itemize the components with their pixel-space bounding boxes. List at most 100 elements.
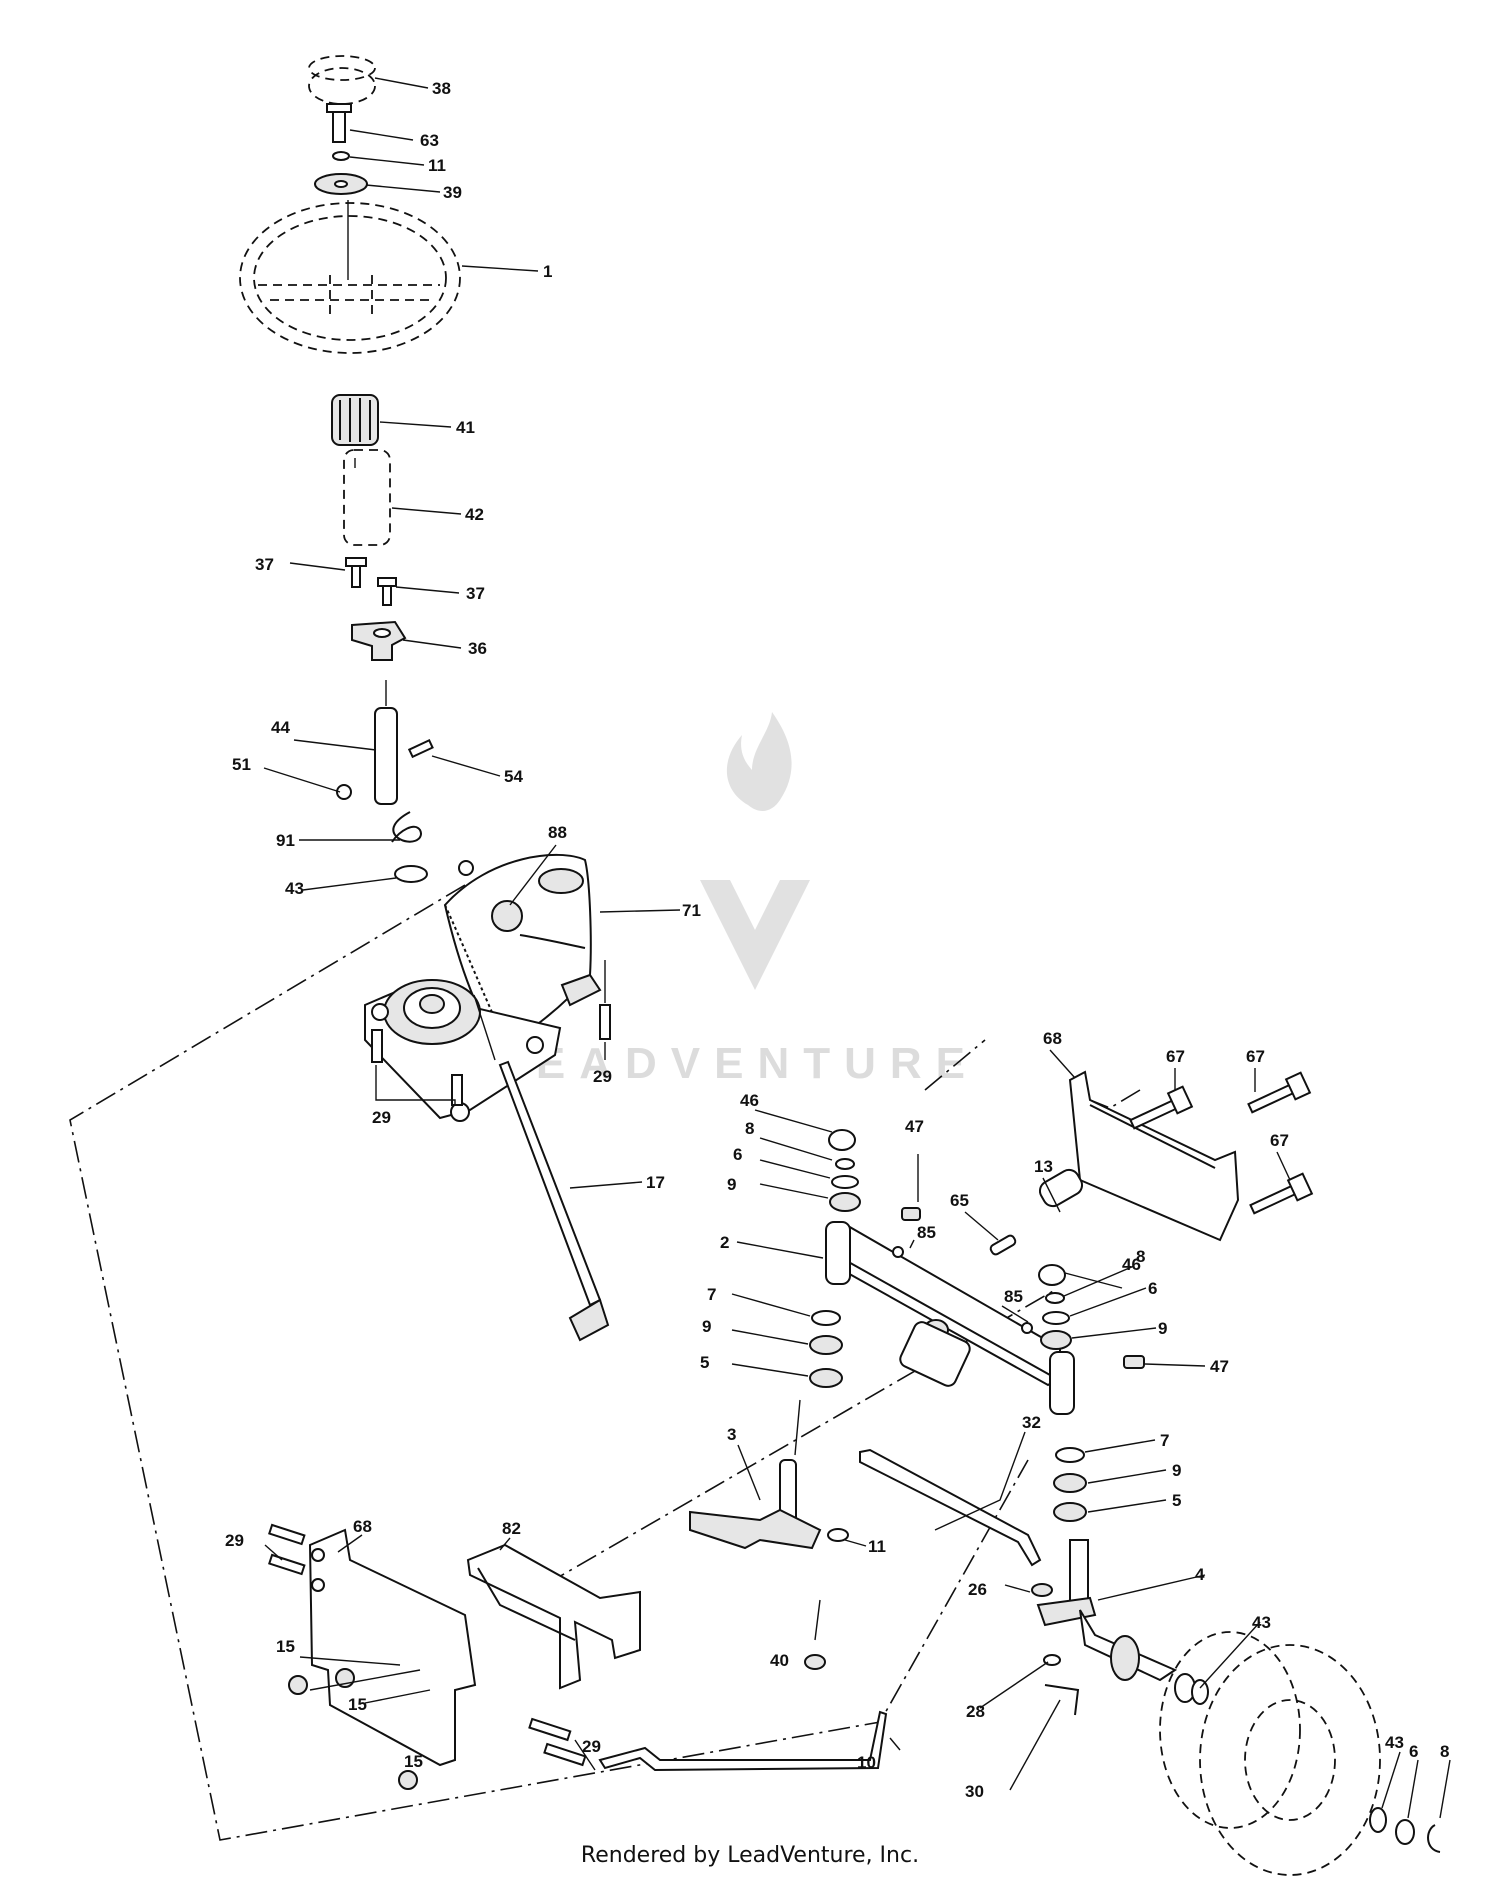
leader-lines bbox=[263, 77, 1451, 1819]
washer-43c bbox=[1369, 1807, 1387, 1833]
callout-label: 17 bbox=[646, 1173, 665, 1192]
callout-label: 36 bbox=[468, 639, 487, 658]
pinion bbox=[419, 994, 445, 1014]
bolt-29a bbox=[371, 1029, 383, 1063]
callout-label: 91 bbox=[276, 831, 295, 850]
clip-8a bbox=[835, 1158, 855, 1170]
front-wheel bbox=[1159, 1631, 1441, 1876]
adapter-41-splines bbox=[339, 398, 371, 442]
tire bbox=[1199, 1644, 1381, 1876]
tie-rod-32 bbox=[859, 1448, 1042, 1567]
washer-6c bbox=[1395, 1819, 1415, 1845]
spindle-4 bbox=[1036, 1539, 1196, 1703]
callout-label: 68 bbox=[1043, 1029, 1062, 1048]
nut-40 bbox=[804, 1654, 826, 1670]
callout-label: 6 bbox=[733, 1145, 742, 1164]
assembly-link-line bbox=[924, 1039, 986, 1091]
watermark-v-icon bbox=[700, 880, 810, 990]
screw-37a-head bbox=[345, 557, 367, 567]
drag-link-17 bbox=[498, 1060, 602, 1307]
axle-sleeve-left bbox=[825, 1221, 851, 1285]
drag-link-10 bbox=[598, 1710, 888, 1772]
lower-left-brackets bbox=[268, 1523, 641, 1790]
callout-label: 41 bbox=[456, 418, 475, 437]
callout-label: 65 bbox=[950, 1191, 969, 1210]
bolt-29b bbox=[451, 1074, 463, 1106]
callout-label: 38 bbox=[432, 79, 451, 98]
callout-label: 9 bbox=[1172, 1461, 1181, 1480]
callout-label: 15 bbox=[348, 1695, 367, 1714]
callout-label: 1 bbox=[543, 262, 552, 281]
axle-sleeve-right bbox=[1049, 1351, 1075, 1415]
callout-label: 9 bbox=[702, 1317, 711, 1336]
cap-46b bbox=[1038, 1264, 1066, 1286]
steering-cap bbox=[308, 67, 376, 105]
shaft-44 bbox=[374, 707, 398, 805]
callout-label: 67 bbox=[1270, 1131, 1289, 1150]
callout-label: 4 bbox=[1195, 1565, 1205, 1584]
callout-label: 10 bbox=[857, 1753, 876, 1772]
callout-label: 85 bbox=[1004, 1287, 1023, 1306]
washer-stack-left bbox=[809, 1129, 861, 1388]
washer-5b bbox=[1053, 1502, 1087, 1522]
pivot-88 bbox=[491, 900, 523, 932]
flange-36-hole bbox=[373, 628, 391, 638]
nut-51 bbox=[336, 784, 352, 800]
watermark-text: LEADVENTURE bbox=[495, 1039, 979, 1088]
clip-91 bbox=[391, 811, 422, 843]
callout-label: 6 bbox=[1409, 1742, 1418, 1761]
gear-slot bbox=[519, 934, 586, 949]
steering-wheel-spokes bbox=[258, 275, 440, 320]
cap-46a bbox=[828, 1129, 856, 1151]
pin-65 bbox=[989, 1234, 1017, 1256]
cotter-30 bbox=[1044, 1684, 1080, 1716]
callout-label: 37 bbox=[466, 584, 485, 603]
callout-label: 82 bbox=[502, 1519, 521, 1538]
callout-label: 54 bbox=[504, 767, 523, 786]
callout-label: 9 bbox=[1158, 1319, 1167, 1338]
callout-label: 8 bbox=[745, 1119, 754, 1138]
bracket-hole bbox=[311, 1578, 325, 1592]
bolt-29c bbox=[599, 1004, 611, 1040]
callout-labels: 38 63 11 39 1 41 42 37 37 36 44 54 51 91… bbox=[225, 79, 1449, 1801]
bracket-82-edge bbox=[477, 1567, 576, 1641]
assembly-outline bbox=[69, 884, 1029, 1841]
link-axis bbox=[473, 994, 496, 1061]
watermark-flame-icon bbox=[726, 712, 792, 812]
callout-label: 11 bbox=[868, 1537, 886, 1556]
callout-label: 7 bbox=[707, 1285, 716, 1304]
washer-stack-right bbox=[1038, 1264, 1087, 1522]
callout-label: 68 bbox=[353, 1517, 372, 1536]
axle-edge bbox=[844, 1259, 1051, 1376]
bracket-82 bbox=[466, 1543, 641, 1690]
washer-43b bbox=[1191, 1679, 1209, 1705]
bushing-13 bbox=[1038, 1168, 1084, 1208]
callout-label: 8 bbox=[1440, 1742, 1449, 1761]
steering-wheel-inner bbox=[253, 215, 447, 341]
callout-label: 67 bbox=[1166, 1047, 1185, 1066]
adapter-41 bbox=[331, 394, 379, 446]
bolts-29-left bbox=[268, 1523, 587, 1767]
callout-label: 88 bbox=[548, 823, 567, 842]
callout-label: 42 bbox=[465, 505, 484, 524]
callout-label: 11 bbox=[428, 156, 446, 175]
callout-label: 30 bbox=[965, 1782, 984, 1801]
flange-36 bbox=[351, 620, 407, 661]
callout-label: 2 bbox=[720, 1233, 729, 1252]
callout-label: 13 bbox=[1034, 1157, 1053, 1176]
spindle-3 bbox=[689, 1399, 849, 1550]
bearing-9b bbox=[809, 1335, 843, 1355]
washer-6b bbox=[1042, 1311, 1070, 1325]
bolt-63 bbox=[332, 107, 346, 143]
callout-label: 37 bbox=[255, 555, 274, 574]
bolts-67 bbox=[1129, 1071, 1314, 1215]
callout-label: 28 bbox=[966, 1702, 985, 1721]
washer-7b bbox=[1055, 1447, 1085, 1463]
bracket-edge bbox=[1089, 1104, 1216, 1169]
callout-label: 85 bbox=[917, 1223, 936, 1242]
drag-link-17-end bbox=[568, 1298, 610, 1342]
callout-label: 43 bbox=[285, 879, 304, 898]
lock-washer-11 bbox=[332, 151, 350, 161]
callout-label: 46 bbox=[1122, 1255, 1141, 1274]
